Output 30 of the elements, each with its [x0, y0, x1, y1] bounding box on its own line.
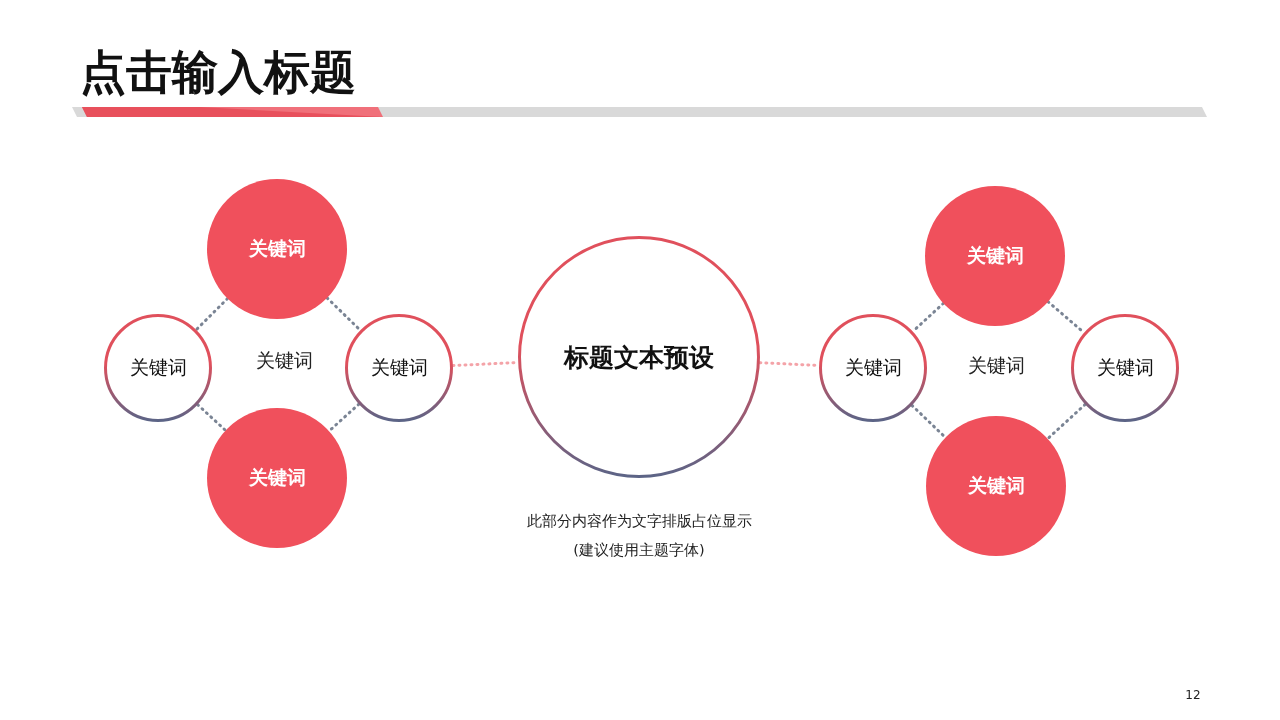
- dotted-connector: [910, 403, 947, 440]
- filled-circle: [207, 179, 347, 319]
- page-number: 12: [1185, 688, 1201, 702]
- filled-circle: [207, 408, 347, 548]
- node-label: 关键词: [370, 355, 428, 380]
- node-label: 关键词: [248, 465, 306, 490]
- center-keyword: 关键词: [255, 348, 313, 373]
- slide-title: 点击输入标题: [80, 44, 356, 101]
- outlined-circle: [1071, 314, 1179, 422]
- dotted-connector: [325, 296, 362, 332]
- dotted-connector: [194, 297, 229, 332]
- outlined-circle: [345, 314, 453, 422]
- node-label: 关键词: [844, 355, 902, 380]
- outlined-circle: [104, 314, 212, 422]
- center-keyword: 关键词: [967, 353, 1025, 378]
- outlined-circle: [518, 236, 760, 478]
- node-label: 关键词: [967, 473, 1025, 498]
- filled-circle: [926, 416, 1066, 556]
- filled-circle: [925, 186, 1065, 326]
- outlined-circle: [819, 314, 927, 422]
- node-label: 关键词: [966, 243, 1024, 268]
- dotted-connector: [327, 402, 361, 433]
- node-label: 关键词: [1096, 355, 1154, 380]
- caption-text: (建议使用主题字体): [572, 541, 706, 560]
- node-label: 关键词: [129, 355, 187, 380]
- dotted-connector: [1046, 402, 1087, 441]
- node-label: 标题文本预设: [564, 341, 714, 374]
- dotted-connector: [196, 403, 228, 432]
- caption-text: 此部分内容作为文字排版占位显示: [525, 512, 753, 531]
- node-label: 关键词: [248, 236, 306, 261]
